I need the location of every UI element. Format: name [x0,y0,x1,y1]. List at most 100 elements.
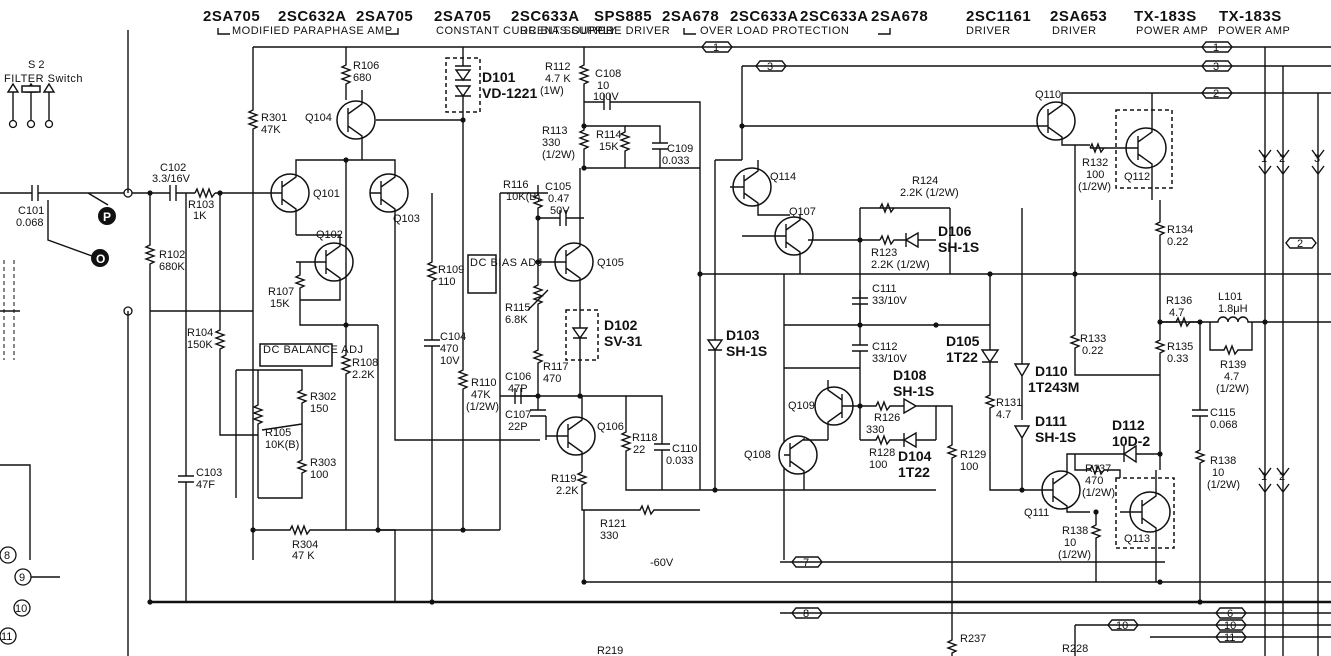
junction-dot [217,190,223,196]
q104-ref: Q104 [305,112,332,124]
junction-dot [460,117,466,123]
junction-dot [577,393,583,399]
header-bracket [683,28,891,35]
c111-c112-body [852,290,868,368]
bias-supply: DC BIAS ADJ R112 4.7 K (1W) R113 330 (1/… [467,47,701,656]
junction-dot [1197,599,1203,605]
c115-value: 0.068 [1210,419,1238,431]
header-part: 2SC633A [730,8,799,25]
r116-value: 6.8K [505,314,528,326]
c112-ref: C112 [872,341,897,353]
r106-body [340,47,352,100]
r131-body [1074,142,1105,325]
r126-ref: R128 [869,447,895,459]
c101-ref: C101 [18,205,44,217]
header-part: TX-183S [1219,8,1282,25]
junction-dots [147,117,1268,605]
side-number: 11 [1,631,12,643]
d102-body [515,300,589,397]
q109-leads [827,380,860,440]
header-role: PRE DRIVER [598,25,670,37]
q104-leads [347,90,462,160]
r119-ref: R121 [600,518,626,530]
r102-ref: R102 [159,249,185,261]
r112-ref: R113 [542,125,567,137]
junction-dot [147,190,153,196]
c107-ref: C107 [505,409,531,421]
c107-body [530,396,547,440]
r131-ref: R132 [1082,157,1108,169]
r136-ref: R137 [1085,463,1111,475]
c106-body [500,388,538,404]
bus-tag-label: 1 [1213,42,1219,54]
r109-c104-body [424,193,440,602]
r111-rating: (1W) [540,85,564,97]
bus-lines [1264,47,1319,656]
r102-value: 680K [159,261,185,273]
r134-ref: R135 [1167,341,1193,353]
r219-ref: R219 [597,645,623,656]
bus-tag-label: 10 [1116,620,1128,632]
r107-ref: R107 [268,286,294,298]
r111-value: 4.7 K [545,73,571,85]
r138-rating: (1/2W) [1207,479,1240,491]
q107-leads [742,215,860,274]
q102-leads [296,234,341,301]
r303-value: 100 [310,469,328,481]
d105-ref: D106 [938,223,972,239]
r129-value: 4.7 [996,409,1011,421]
c102-plates [169,185,177,201]
r121-value: 2.2K (1/2W) [871,259,930,271]
switch-ref: S 2 [28,59,45,71]
q110-ref: Q110 [1035,89,1061,101]
q114-ref: Q114 [770,171,796,183]
q110-transistor [1036,101,1076,141]
q106-ref: Q106 [597,421,624,433]
header-part: 2SA705 [434,8,491,25]
header-part: 2SC1161 [966,8,1031,25]
q107-ref: Q107 [789,206,816,218]
r139-rating: (1/2W) [1216,383,1249,395]
q103-ref: Q103 [393,213,420,225]
bus-tag [755,60,787,72]
q111-ref: Q111 [1024,507,1049,519]
d102-value: SV-31 [604,333,642,349]
r109-value: 110 [438,276,456,288]
r123-ref: R124 [912,175,938,187]
side-connector [0,546,17,564]
switch-wires [12,92,50,120]
junction-dot [581,123,587,129]
q114-supply [714,66,743,330]
d108-ref: D105 [946,333,980,349]
junction-dot [581,165,587,171]
connector-o-icon [91,249,109,267]
r302-value: 150 [310,403,328,415]
r111-ref: R112 [545,61,570,73]
r126-value: 100 [869,459,887,471]
r302-r303-body [236,369,308,499]
c104-value: 470 [440,343,458,355]
header-role: CONSTANT CURRENT SOURCE [436,25,614,37]
c105-value: 0.47 [548,193,569,205]
junction-dot [343,157,349,163]
r114-value: 10K(B) [506,191,540,203]
header-part: 2SA678 [662,8,719,25]
bus-tag-label: 10 [1224,620,1236,632]
c110-value: 0.033 [666,455,694,467]
d101-value: VD-1221 [482,85,537,101]
d108-value: 1T22 [946,349,978,365]
q104-transistor [336,100,376,140]
r102-body [144,193,156,602]
junction-dot [857,403,863,409]
d101-r110-body [454,47,472,530]
switch-terminal [26,119,36,129]
r137-ref: R138 [1062,525,1088,537]
header-part: 2SA705 [203,8,260,25]
header-part: 2SC632A [278,8,347,25]
connector-o-label: O [96,252,105,266]
r304-value: 47 K [292,550,315,562]
r104-body [214,193,250,436]
c106-value: 47P [508,383,528,395]
d101-ref: D101 [482,69,516,85]
